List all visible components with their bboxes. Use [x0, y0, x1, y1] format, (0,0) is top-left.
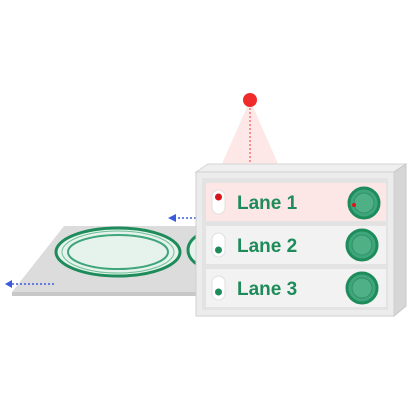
arrow-left-icon	[168, 214, 196, 222]
lane-row[interactable]: Lane 1	[206, 183, 386, 221]
lane-knob-inner	[351, 277, 373, 299]
sensor-light-icon	[243, 93, 257, 107]
plate-icon	[54, 226, 182, 278]
arrow-left-icon	[5, 280, 54, 288]
status-dot	[215, 193, 222, 201]
lane-label: Lane 3	[237, 279, 297, 300]
lane-row[interactable]: Lane 2	[206, 226, 386, 264]
status-dot	[215, 246, 222, 254]
lane-knob-inner	[353, 192, 375, 214]
lane-label: Lane 2	[237, 236, 297, 257]
knob-marker	[352, 203, 356, 207]
lane-knob-inner	[351, 234, 373, 256]
lane-row[interactable]: Lane 3	[206, 269, 386, 307]
lane-label: Lane 1	[237, 193, 298, 214]
sensor-beam	[221, 100, 279, 166]
status-dot	[215, 288, 222, 296]
status-indicator	[211, 275, 226, 301]
